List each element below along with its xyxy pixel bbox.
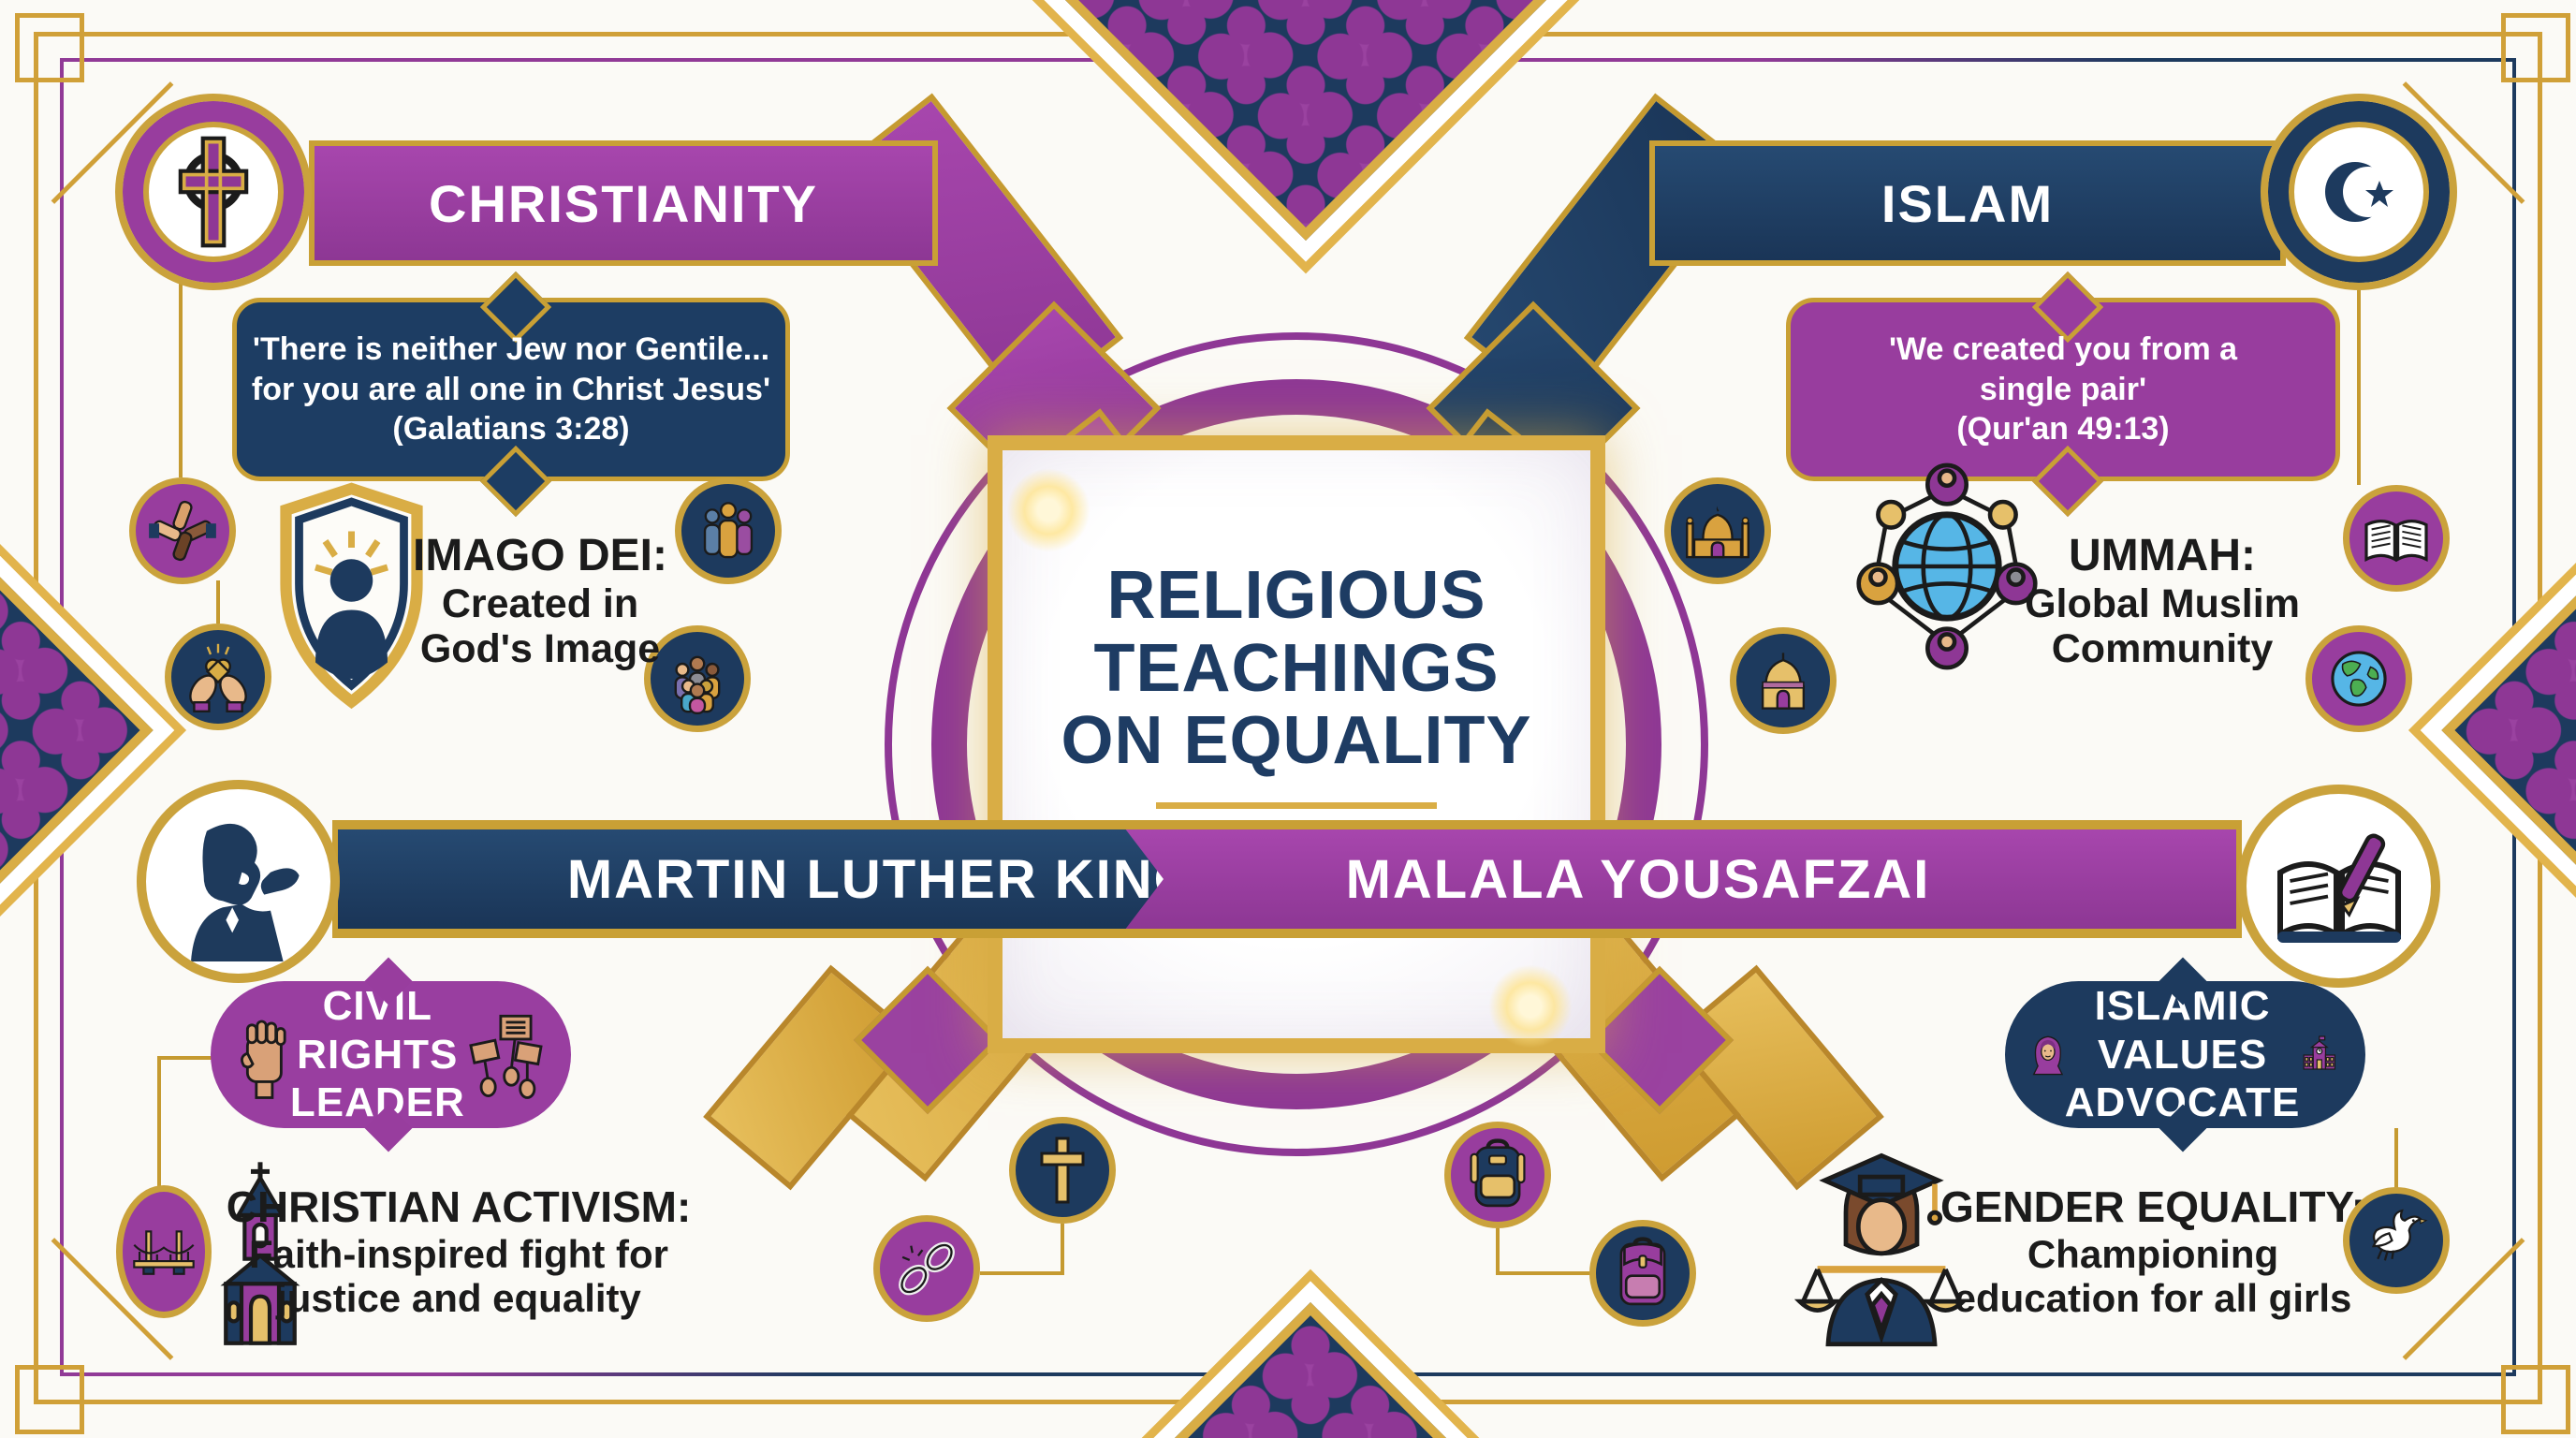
ummah-title: UMMAH: [2069,531,2256,580]
imago-dei-title: IMAGO DEI: [413,531,667,580]
connector-line [157,1056,161,1187]
center-divider [1156,802,1437,810]
corner-square [2501,1365,2570,1434]
ummah-line2: Community [2051,626,2274,672]
quran-book-icon [2343,485,2450,592]
malala-banner-label: MALALA YOUSAFZAI [1345,848,1931,910]
center-title-line3: ON EQUALITY [1061,703,1532,779]
imago-dei-concept: IMAGO DEI: Created in God's Image [386,530,695,671]
graduate-scales-icon [1793,1152,1969,1347]
book-pen-icon [2276,833,2401,943]
gender-equality-title: GENDER EQUALITY: [1939,1182,2366,1231]
broken-chain-icon [873,1215,980,1322]
backpack-purple-icon [1589,1220,1696,1327]
christianity-quote-box: 'There is neither Jew nor Gentile... for… [232,271,790,518]
dove-icon [2343,1187,2450,1294]
civil-rights-label: CIVIL RIGHTS LEADER [290,982,465,1128]
dome-shrine-icon [1730,627,1837,734]
christian-activism-line1: Faith-inspired fight for [249,1232,668,1276]
medallion-outer-ring [885,332,1708,1156]
bridge-icon [116,1185,212,1318]
islam-badge [2261,94,2457,290]
gold-sparkle [1006,468,1090,552]
corner-square [15,13,84,82]
center-title-line2: TEACHINGS [1093,630,1500,706]
islam-quote-line1: 'We created you from a [1888,331,2238,368]
christian-activism-title: CHRISTIAN ACTIVISM: [226,1182,692,1231]
christian-activism-concept: CHRISTIAN ACTIVISM: Faith-inspired fight… [215,1181,702,1320]
christian-activism-line2: justice and equality [276,1276,641,1321]
christianity-badge [115,94,312,290]
earth-globe-icon [2305,625,2412,732]
protest-signs-icon [468,1014,543,1099]
islam-quote-box: 'We created you from a single pair' (Qur… [1786,271,2340,518]
malala-banner: MALALA YOUSAFZAI [1119,820,2242,938]
hijab-woman-icon [2032,1035,2064,1075]
christianity-banner: CHRISTIANITY [309,140,938,266]
gold-sparkle [1488,964,1573,1049]
imago-dei-line1: Created in [441,581,639,626]
celtic-cross-icon [178,136,249,248]
center-title-line1: RELIGIOUS [1106,557,1486,633]
ummah-line1: Global Muslim [2025,581,2300,626]
islam-banner-label: ISLAM [1881,173,2055,233]
hands-unity-icon [129,477,236,584]
heart-in-hands-icon [165,624,271,730]
connector-line [1061,1224,1064,1275]
connector-line [157,1056,213,1060]
crescent-star-icon [2325,162,2393,222]
mlk-badge [137,780,340,983]
cross-icon [1009,1117,1116,1224]
connector-line [1496,1228,1500,1275]
imago-dei-line2: God's Image [419,626,661,672]
network-globe-icon [1856,462,2038,670]
corner-square [15,1365,84,1434]
christianity-quote-ref: (Galatians 3:28) [392,411,630,448]
malala-badge [2237,785,2440,988]
connector-line [216,580,220,624]
three-people-icon [675,477,782,584]
school-icon [2303,1034,2336,1070]
connector-line [2357,290,2361,485]
church-icon [220,1162,300,1345]
connector-line [179,281,183,477]
gender-equality-line1: Championing [2027,1232,2279,1276]
connector-line [2394,1128,2398,1190]
diverse-group-icon [644,625,751,732]
gender-equality-concept: GENDER EQUALITY: Championing education f… [1910,1181,2396,1320]
mosque-icon [1664,477,1771,584]
corner-square [2501,13,2570,82]
christianity-quote-line2: for you are all one in Christ Jesus' [251,371,771,407]
gender-equality-line2: education for all girls [1954,1276,2352,1321]
raised-fist-icon [241,1020,286,1099]
civil-rights-line1: CIVIL RIGHTS [297,982,459,1078]
ummah-concept: UMMAH: Global Muslim Community [1975,530,2349,671]
shield-person-icon [280,482,423,710]
islam-quote-line2: single pair' [1979,371,2147,407]
mlk-portrait-icon [190,823,300,961]
civil-rights-box: CIVIL RIGHTS LEADER [211,957,571,1152]
islam-quote-ref: (Qur'an 49:13) [1956,411,2170,448]
connector-line [1496,1271,1593,1275]
backpack-navy-icon [1444,1122,1551,1228]
connector-line [980,1271,1064,1275]
islamic-values-box: ISLAMIC VALUES ADVOCATE [2005,957,2365,1152]
christianity-quote-line1: 'There is neither Jew nor Gentile... [252,331,770,368]
christianity-banner-label: CHRISTIANITY [429,173,818,233]
islam-banner: ISLAM [1649,140,2286,266]
